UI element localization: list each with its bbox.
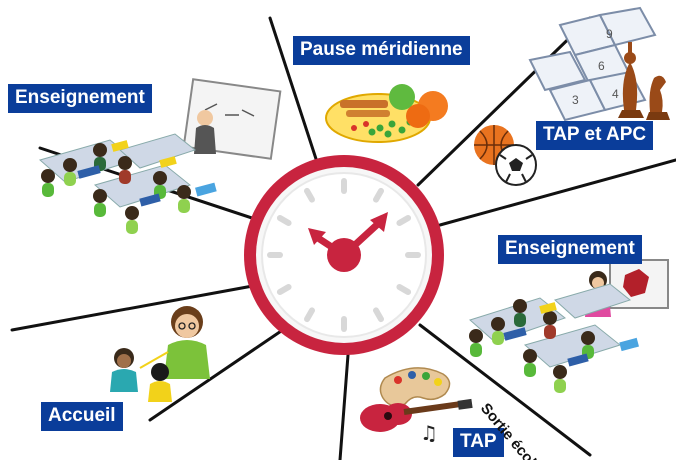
label-pause-meridienne: Pause méridienne [293, 36, 470, 65]
label-enseignement-afternoon: Enseignement [498, 235, 642, 264]
label-tap: TAP [453, 428, 504, 457]
clock-tick [373, 307, 384, 323]
clock-tick [373, 187, 384, 203]
clock-tick [304, 187, 315, 203]
svg-text:4: 4 [612, 87, 619, 101]
clock-icon [244, 155, 444, 355]
hopscotch-icon: 9 6 3 4 [528, 6, 657, 122]
guitar-icon [360, 398, 473, 432]
label-accueil: Accueil [41, 402, 123, 431]
music-notes-icon: ♫ [420, 421, 438, 445]
label-enseignement-morning: Enseignement [8, 84, 152, 113]
divider-line [418, 323, 592, 457]
classroom-icon [469, 283, 639, 393]
divider-line [416, 16, 592, 187]
svg-text:♫: ♫ [420, 421, 438, 445]
divider-line [148, 323, 292, 422]
divider-line [10, 283, 260, 332]
clock-tick [396, 215, 412, 226]
svg-text:9: 9 [606, 27, 613, 41]
paint-palette-icon [379, 367, 451, 407]
label-tap-et-apc: TAP et APC [536, 121, 654, 150]
classroom-icon [38, 78, 282, 234]
divider-line [438, 158, 676, 227]
clock-tick [304, 307, 315, 323]
clock-tick [396, 284, 412, 295]
oranges-icon [389, 84, 448, 128]
svg-text:6: 6 [598, 59, 605, 73]
divider-line [338, 353, 350, 460]
soccer-ball-icon [495, 144, 537, 186]
chess-pieces-icon [618, 42, 670, 120]
divider-line [268, 16, 320, 167]
children-greeting-icon [110, 306, 210, 402]
clock-tick [276, 215, 292, 226]
clock-tick [276, 284, 292, 295]
svg-text:3: 3 [572, 93, 579, 107]
